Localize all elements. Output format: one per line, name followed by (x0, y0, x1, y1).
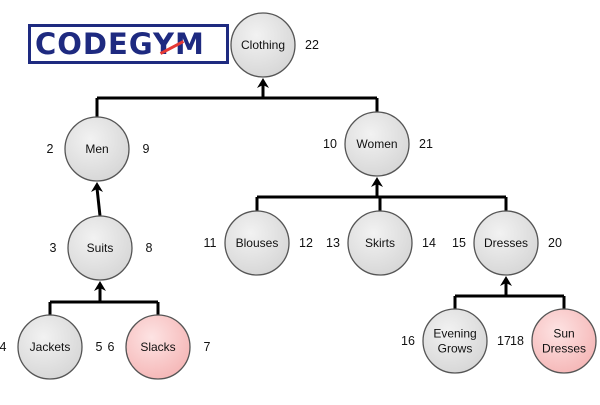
node-left-value-jackets: 4 (0, 340, 7, 354)
node-label-blouses: Blouses (236, 236, 279, 250)
node-label-clothing: Clothing (241, 38, 285, 52)
node-label-skirts: Skirts (365, 236, 395, 250)
node-sun: SunDresses1819 (510, 308, 597, 374)
node-left-value-suits: 3 (50, 241, 57, 255)
node-circle-slacks (125, 314, 191, 380)
node-suits: Suits 3 8 (50, 215, 153, 281)
node-men: Men 2 9 (47, 116, 150, 182)
codegym-logo: CODEGYM (28, 24, 229, 64)
node-label-slacks: Slacks (140, 340, 175, 354)
node-left-value-sun: 18 (510, 334, 524, 348)
node-right-value-skirts: 14 (422, 236, 436, 250)
node-left-value-women: 10 (323, 137, 337, 151)
node-right-value-blouses: 12 (299, 236, 313, 250)
node-label-dresses: Dresses (484, 236, 528, 250)
node-left-value-skirts: 13 (326, 236, 340, 250)
node-women: Women 10 21 (323, 111, 433, 177)
node-left-value-dresses: 15 (452, 236, 466, 250)
node-left-value-evening: 16 (401, 334, 415, 348)
node-right-value-women: 21 (419, 137, 433, 151)
node-circle-blouses (224, 210, 290, 276)
arrow-into-clothing (257, 78, 269, 88)
node-circle-suits (67, 215, 133, 281)
node-circle-men (64, 116, 130, 182)
node-left-value-slacks: 6 (108, 340, 115, 354)
node-label-jackets: Jackets (30, 340, 71, 354)
edge-men-suits (95, 187, 102, 217)
node-circle-dresses (473, 210, 539, 276)
node-dresses: Dresses 15 20 (452, 210, 562, 276)
arrow-into-dresses (500, 276, 512, 286)
node-circle-women (344, 111, 410, 177)
node-circle-clothing (230, 12, 296, 78)
node-right-value-men: 9 (143, 142, 150, 156)
node-label-suits: Suits (87, 241, 114, 255)
node-blouses: Blouses 11 12 (204, 210, 313, 276)
node-circle-sun (531, 308, 597, 374)
node-right-value-jackets: 5 (96, 340, 103, 354)
node-right-value-evening: 17 (497, 334, 511, 348)
arrow-into-men (91, 182, 103, 192)
node-label-women: Women (356, 137, 397, 151)
arrow-into-suits (94, 281, 106, 291)
node-left-value-blouses: 11 (204, 236, 217, 250)
arrow-into-women (371, 177, 383, 187)
node-right-value-dresses: 20 (548, 236, 562, 250)
edges-group (48, 78, 566, 315)
node-skirts: Skirts 13 14 (326, 210, 436, 276)
node-right-value-clothing: 22 (305, 38, 319, 52)
node-slacks: Slacks 6 7 (108, 314, 211, 380)
node-right-value-slacks: 7 (204, 340, 211, 354)
node-circle-evening (422, 308, 488, 374)
node-jackets: Jackets 4 5 (0, 314, 103, 380)
node-clothing: Clothing 22 (230, 12, 319, 78)
node-label-men: Men (85, 142, 108, 156)
node-right-value-suits: 8 (146, 241, 153, 255)
node-left-value-men: 2 (47, 142, 54, 156)
node-circle-jackets (17, 314, 83, 380)
node-circle-skirts (347, 210, 413, 276)
